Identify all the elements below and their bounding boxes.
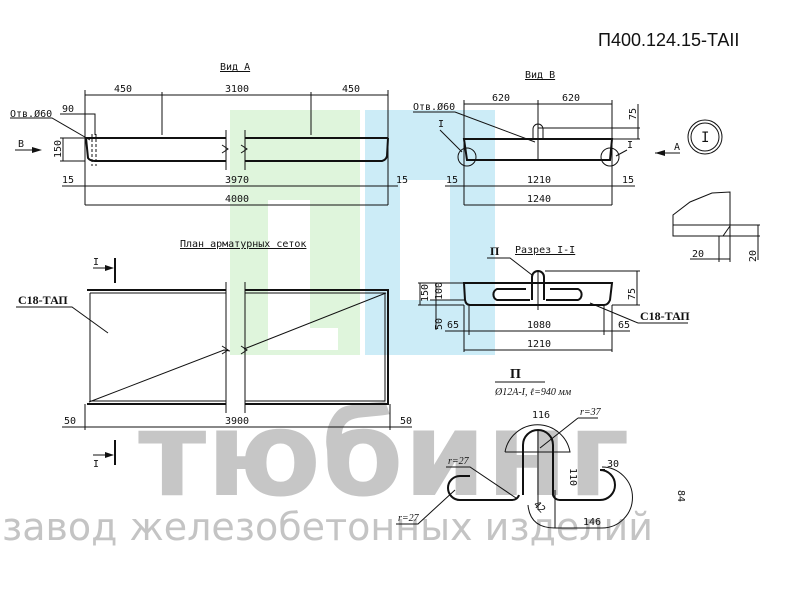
section-title: Разрез I-I: [515, 245, 575, 256]
view-a: Вид А 450 3100 450 Отв.Ø60 90 150 В 15 3…: [10, 62, 408, 206]
view-b: Вид В 620 620 75 Отв.Ø60 I I 15 1210 15 …: [413, 70, 723, 206]
loop-r37-label: r=37: [580, 407, 602, 418]
watermark-logo: [230, 110, 495, 355]
section-inner-label: 1080: [527, 320, 551, 331]
view-a-title: Вид А: [220, 62, 250, 73]
section-arrow-icon: [105, 452, 114, 458]
section-arrow-icon: [105, 265, 114, 271]
view-a-arrow-label-label: В: [18, 139, 24, 150]
plan-title: План арматурных сеток: [180, 239, 306, 250]
loop-h110-label: 110: [567, 468, 578, 486]
detail-i-dim-v-label: 20: [748, 250, 759, 262]
section-dim-50-label: 50: [434, 318, 445, 330]
drawing-code: П400.124.15-ТАII: [598, 30, 739, 50]
plan-length-label: 3900: [225, 416, 249, 427]
watermark-brand: тюбинг: [138, 385, 629, 523]
view-b-edge-right-label: 15: [622, 175, 634, 186]
plan-section-mark-label: I: [93, 459, 99, 470]
view-a-total-length-label: 4000: [225, 194, 249, 205]
loop-h84-label: 84: [675, 490, 686, 502]
loop-w146-label: 146: [583, 517, 601, 528]
view-a-edge-left-label: 15: [62, 175, 74, 186]
view-b-node-callout-label: I: [701, 130, 709, 146]
loop-title-label: П: [510, 367, 521, 382]
section-edge-left-label: 65: [447, 320, 459, 331]
loop-w30-label: 30: [607, 459, 619, 470]
loop-r27b-label: r=27: [398, 513, 420, 524]
plan-edge-right-label: 50: [400, 416, 412, 427]
arrow-icon: [32, 147, 42, 153]
mesh-label: С18-ТАП: [640, 309, 690, 323]
view-a-dims-top-0-label: 450: [114, 84, 132, 95]
view-b-node-label-right-label: I: [627, 140, 633, 151]
node-callout: I: [687, 119, 723, 155]
section-total-label: 1210: [527, 339, 551, 350]
section-dim-150-label: 150: [420, 284, 431, 302]
plan-edge-left-label: 50: [64, 416, 76, 427]
section-dim-100-label: 100: [434, 282, 445, 300]
loop-r27a-label: r=27: [448, 456, 470, 467]
view-a-hole-offset-label: 90: [62, 104, 74, 115]
loop-label: П: [490, 244, 500, 258]
section-edge-right-label: 65: [618, 320, 630, 331]
loop-w116-label: 116: [532, 410, 550, 421]
view-b-dims-top-0-label: 620: [492, 93, 510, 104]
view-a-dims-top-2-label: 450: [342, 84, 360, 95]
view-a-hole-label-label: Отв.Ø60: [10, 108, 52, 120]
view-a-edge-right-label: 15: [396, 175, 408, 186]
detail-i-dim-h-label: 20: [692, 249, 704, 260]
loop-spec-label: Ø12А-I, ℓ=940 мм: [494, 387, 572, 398]
plan-section-mark-label: I: [93, 257, 99, 268]
arrow-icon: [655, 150, 665, 156]
mesh-plan: План арматурных сеток С18-ТАП I I 50 390…: [16, 239, 412, 470]
view-b-edge-left-label: 15: [446, 175, 458, 186]
view-a-height-label: 150: [53, 140, 64, 158]
view-a-inner-length-label: 3970: [225, 175, 249, 186]
view-b-slot-height-label: 75: [628, 108, 639, 120]
view-a-dims-top-1-label: 3100: [225, 84, 249, 95]
view-b-total-width-label: 1240: [527, 194, 551, 205]
view-b-hole-label-label: Отв.Ø60: [413, 101, 455, 113]
view-b-arrow-label-label: А: [674, 142, 680, 153]
view-b-node-label-left-label: I: [438, 119, 444, 130]
view-b-inner-width-label: 1210: [527, 175, 551, 186]
view-b-title: Вид В: [525, 70, 555, 81]
loop-detail: П Ø12А-I, ℓ=940 мм 116 r=37 r=27 r=27 11…: [396, 367, 686, 529]
mesh-label: С18-ТАП: [18, 293, 68, 307]
section-dim-75-label: 75: [627, 288, 638, 300]
view-b-dims-top-1-label: 620: [562, 93, 580, 104]
section-1-1: Разрез I-I П 75 150 100 50 65 1080 65 12…: [418, 244, 690, 352]
detail-i: 20 20: [672, 191, 760, 262]
